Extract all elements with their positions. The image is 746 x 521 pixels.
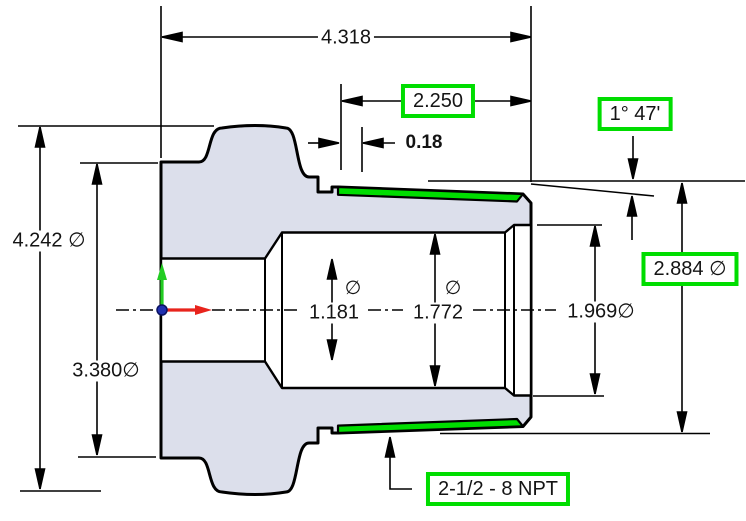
arrowhead [589,225,601,247]
x-axis-arrowhead [195,305,212,315]
arrowhead [384,436,396,458]
arrowhead [341,95,363,107]
hub-diameter-label: 3.380∅ [69,360,143,382]
arrowhead [589,373,601,395]
arrowhead [326,258,338,280]
thread-length-box: 2.250 [400,84,476,118]
arrowhead [510,95,532,107]
large-bore-label: 1.772 [409,302,467,324]
arrowhead [626,195,638,217]
dim-thread-major-diameter [676,182,688,433]
arrowhead [429,233,441,255]
x-axis-arrow [166,305,212,315]
counterbore-label: 1.969∅ [564,301,638,323]
y-axis-arrowhead [157,263,167,280]
origin-point [156,304,168,316]
thread-spec-box: 2-1/2 - 8 NPT [425,472,571,506]
dim-hub-diameter [91,163,103,456]
npt-thread-highlight-bottom [336,417,525,435]
arrowhead [34,126,46,148]
dimensions [34,31,688,490]
thread-runout-label: 0.18 [402,133,446,153]
thread-spec-leader [384,436,412,490]
dim-large-bore [429,233,441,387]
extension-lines [18,6,745,492]
small-bore-label: 1.181 [305,302,363,324]
leader-line [389,440,412,490]
large-bore-dia-symbol: ∅ [443,278,463,300]
dim-flange-diameter [34,126,46,490]
arrowhead [510,31,532,43]
arrowhead [34,468,46,490]
y-axis-arrow [157,263,167,306]
arrowhead [676,182,688,204]
overall-length-label: 4.318 [317,27,375,49]
thread-major-diameter-box: 2.884 ∅ [641,252,739,286]
arrowhead [627,158,639,180]
taper-angle-box: 1° 47' [597,97,673,131]
arrowhead [161,31,183,43]
arrowhead [91,434,103,456]
arrowhead [362,137,384,149]
dim-taper-angle [626,136,639,240]
arrowhead [429,365,441,387]
small-bore-dia-symbol: ∅ [343,278,363,300]
arrowhead [326,339,338,361]
arrowhead [676,411,688,433]
npt-thread-highlight-top [336,185,525,203]
taper-crest-line [530,183,655,197]
dim-thread-runout [308,137,395,149]
arrowhead [91,163,103,185]
flange-diameter-label: 4.242 ∅ [9,230,89,252]
arrowhead [318,137,340,149]
origin-marker [156,263,212,316]
